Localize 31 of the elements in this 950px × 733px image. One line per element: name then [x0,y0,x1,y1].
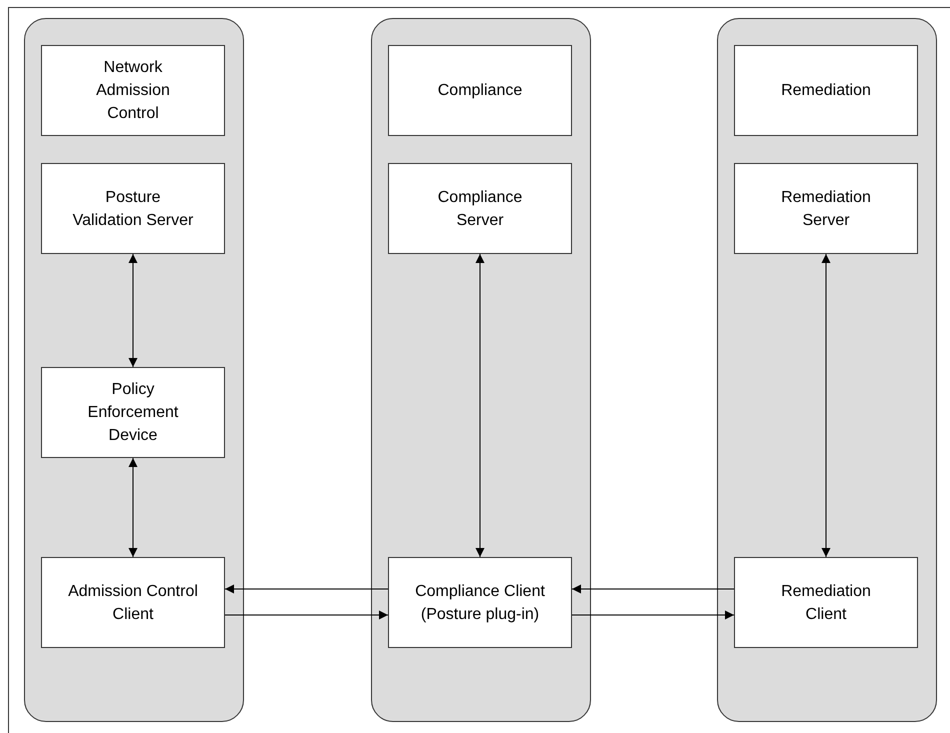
box-label: Admission Control Client [67,582,199,624]
component-box [388,45,572,136]
arrow [476,254,484,558]
arrow [224,610,388,620]
column-panel [24,18,244,722]
arrow [128,254,138,368]
component-box [41,367,225,458]
component-box [734,45,918,136]
arrow [822,254,830,558]
box-label: Network Admission Control [95,58,171,124]
arrow [128,458,138,558]
component-box [388,163,572,254]
component-box [734,163,918,254]
component-box [734,557,918,648]
box-label: Policy Enforcement Device [86,380,180,446]
arrow [572,584,734,594]
component-box [388,557,572,648]
column-panel [717,18,937,722]
component-box [41,557,225,648]
box-label: Compliance Server [436,188,524,230]
column-panel [371,18,591,722]
component-box [41,163,225,254]
arrow [224,584,388,594]
box-label: Remediation Server [780,188,872,230]
component-box [41,45,225,136]
box-label: Remediation Client [780,582,872,624]
arrow [572,610,734,620]
box-label: Posture Validation Server [72,188,194,230]
box-label: Remediation [781,81,871,101]
box-label: Compliance [438,81,522,101]
box-label: Compliance Client (Posture plug-in) [414,582,546,624]
